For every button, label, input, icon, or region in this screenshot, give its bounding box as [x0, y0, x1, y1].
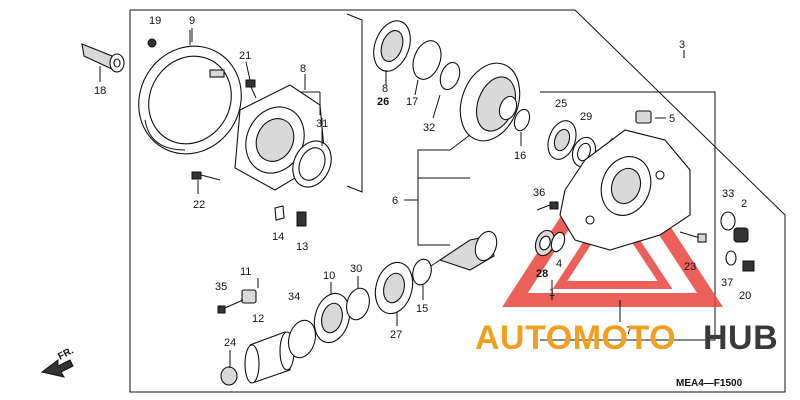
part-24-seal	[220, 366, 238, 386]
callout-5: 5	[669, 113, 675, 125]
callout-2: 2	[741, 198, 747, 210]
callout-7: 7	[626, 325, 632, 337]
callout-12: 12	[252, 313, 264, 325]
callout-1: 1	[549, 287, 555, 299]
callout-13: 13	[296, 241, 308, 253]
part-6-leaders	[404, 134, 471, 246]
callout-22: 22	[193, 199, 205, 211]
callout-18: 18	[94, 85, 106, 97]
assembly-frame	[129, 9, 786, 393]
part-16-washer	[513, 108, 531, 146]
part-21-bolt	[245, 61, 257, 99]
part-35-bolt	[217, 299, 244, 314]
part-10-bearing	[313, 292, 351, 344]
part-5-cap	[635, 110, 666, 124]
callout-6: 6	[392, 195, 398, 207]
callout-37: 37	[721, 277, 733, 289]
callout-28: 28	[536, 268, 548, 280]
part-11-nut	[241, 289, 257, 304]
watermark-text-automoto: AUTOMOTO	[475, 319, 676, 357]
pinion-gear	[427, 230, 498, 271]
callout-9: 9	[189, 15, 195, 27]
callout-31: 31	[316, 118, 328, 130]
callout-33: 33	[722, 188, 734, 200]
part-30-washer	[346, 287, 370, 321]
direction-label: FR.	[56, 345, 76, 362]
callout-32: 32	[423, 122, 435, 134]
callout-21: 21	[239, 50, 251, 62]
callout-24: 24	[224, 337, 236, 349]
callout-19: 19	[149, 15, 161, 27]
part-20-bolt	[742, 260, 755, 272]
callout-23: 23	[684, 261, 696, 273]
callout-8-bearing: 8	[382, 83, 388, 95]
callout-labels: 19 9 18 21 8 31 22 14 13 8 26 17 32 6 16…	[94, 15, 751, 349]
part-1-housing	[559, 129, 691, 251]
part-37-washer	[725, 250, 737, 266]
callout-8-brake: 8	[300, 63, 306, 75]
callout-15: 15	[416, 303, 428, 315]
part-12-bearing	[244, 331, 295, 384]
part-27-bearing	[374, 261, 414, 315]
part-17-snap-ring	[412, 40, 442, 96]
callout-3: 3	[679, 39, 685, 51]
part-22-bolt	[191, 171, 221, 194]
callout-35: 35	[215, 281, 227, 293]
callout-34: 34	[288, 291, 300, 303]
part-2-plug	[733, 227, 749, 243]
callout-10: 10	[323, 270, 335, 282]
part-36-bolt	[536, 201, 559, 211]
part-18-grip	[81, 43, 125, 82]
part-34-oring	[287, 319, 317, 359]
part-26-bearing	[373, 20, 411, 85]
part-4-oring	[550, 231, 566, 253]
part-32-shim	[432, 61, 461, 119]
callout-26: 26	[377, 96, 389, 108]
part-23-bolt	[679, 231, 707, 243]
callout-30: 30	[350, 263, 362, 275]
part-15-snap-ring	[412, 258, 432, 286]
part-13-plug	[296, 211, 307, 227]
callout-4: 4	[556, 258, 562, 270]
callout-17: 17	[406, 96, 418, 108]
callout-36: 36	[533, 187, 545, 199]
part-9-brake-ring	[138, 30, 242, 155]
callout-25: 25	[555, 98, 567, 110]
part-33-washer	[720, 211, 736, 231]
callout-11: 11	[240, 266, 251, 278]
front-direction-arrow	[40, 359, 74, 378]
part-28-seal	[534, 229, 556, 257]
watermark-triangle-inner	[552, 197, 673, 289]
part-14-clip	[274, 205, 285, 221]
diagram-code: MEA4—F1500	[676, 378, 743, 389]
callout-20: 20	[739, 290, 751, 302]
callout-29: 29	[580, 111, 592, 123]
leader-lines	[191, 28, 685, 368]
callout-16: 16	[514, 150, 526, 162]
ring-gear	[459, 62, 521, 142]
part-25-bearing	[547, 120, 577, 160]
watermark-text: AUTOMOTO HUB	[475, 319, 778, 357]
part-31-seal	[292, 140, 332, 188]
callout-27: 27	[390, 329, 402, 341]
callout-14: 14	[272, 231, 284, 243]
watermark-text-hub: HUB	[703, 319, 778, 357]
